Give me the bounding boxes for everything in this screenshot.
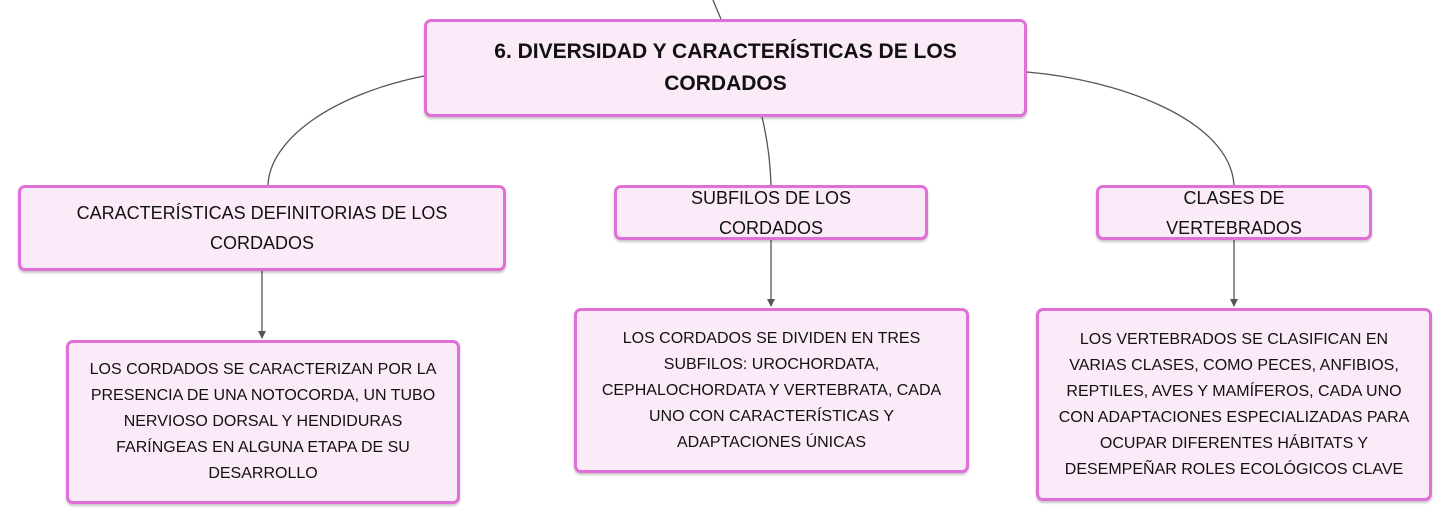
detail-node-caracteristicas[interactable]: LOS CORDADOS SE CARACTERIZAN POR LA PRES… bbox=[66, 340, 460, 504]
connector-parent-to-root bbox=[712, 0, 722, 20]
detail-text-subfilos: LOS CORDADOS SE DIVIDEN EN TRES SUBFILOS… bbox=[601, 329, 942, 451]
detail-text-clases: LOS VERTEBRADOS SE CLASIFICAN EN VARIAS … bbox=[1058, 330, 1410, 478]
root-topic-label: 6. DIVERSIDAD Y CARACTERÍSTICAS DE LOS C… bbox=[494, 40, 957, 95]
branch-node-clases[interactable]: CLASES DE VERTEBRADOS bbox=[1096, 185, 1372, 240]
connector-root-to-subfilos bbox=[761, 116, 772, 186]
branch-node-subfilos[interactable]: SUBFILOS DE LOS CORDADOS bbox=[614, 185, 928, 240]
connector-root-to-caracteristicas bbox=[267, 75, 425, 186]
branch-label-subfilos: SUBFILOS DE LOS CORDADOS bbox=[690, 187, 852, 238]
branch-label-clases: CLASES DE VERTEBRADOS bbox=[1166, 187, 1302, 238]
branch-label-caracteristicas: CARACTERÍSTICAS DEFINITORIAS DE LOS CORD… bbox=[76, 203, 448, 253]
detail-text-caracteristicas: LOS CORDADOS SE CARACTERIZAN POR LA PRES… bbox=[89, 361, 437, 482]
connector-root-to-clases bbox=[1026, 71, 1235, 186]
detail-node-subfilos[interactable]: LOS CORDADOS SE DIVIDEN EN TRES SUBFILOS… bbox=[574, 308, 969, 473]
root-topic-node[interactable]: 6. DIVERSIDAD Y CARACTERÍSTICAS DE LOS C… bbox=[424, 19, 1027, 117]
detail-node-clases[interactable]: LOS VERTEBRADOS SE CLASIFICAN EN VARIAS … bbox=[1036, 308, 1432, 501]
branch-node-caracteristicas[interactable]: CARACTERÍSTICAS DEFINITORIAS DE LOS CORD… bbox=[18, 185, 506, 271]
